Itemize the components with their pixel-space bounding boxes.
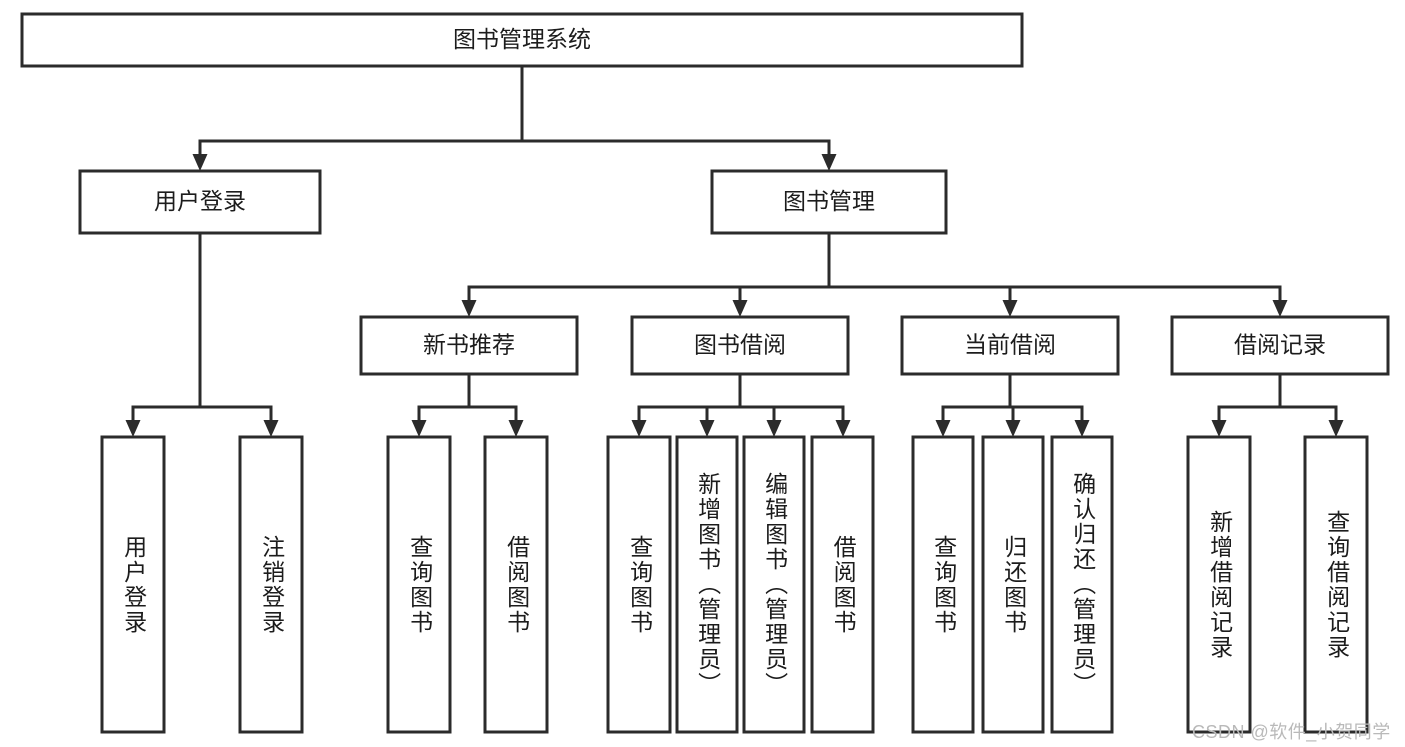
arrow-head-icon: [766, 420, 782, 437]
node-box-root[interactable]: [20, 12, 1024, 68]
arrow-head-icon: [263, 420, 279, 437]
node-label-l2b: 图书借阅: [694, 332, 786, 358]
arrow-head-icon: [631, 420, 647, 437]
node-box-leaf01[interactable]: [100, 435, 166, 734]
node-box-leaf06[interactable]: [675, 435, 739, 734]
arrow-head-icon: [835, 420, 851, 437]
node-box-leaf07[interactable]: [742, 435, 806, 734]
node-label-l1b: 图书管理: [783, 188, 875, 214]
arrow-head-icon: [192, 154, 208, 171]
arrow-head-icon: [508, 420, 524, 437]
node-box-l2a[interactable]: [359, 315, 579, 376]
node-box-l1a[interactable]: [78, 169, 322, 235]
arrow-head-icon: [1328, 420, 1344, 437]
node-box-leaf08[interactable]: [810, 435, 875, 734]
node-box-leaf12[interactable]: [1186, 435, 1252, 734]
arrow-head-icon: [1074, 420, 1090, 437]
node-box-l2d[interactable]: [1170, 315, 1390, 376]
arrow-head-icon: [1002, 300, 1018, 317]
connector-layer: [125, 64, 1344, 437]
arrow-head-icon: [125, 420, 141, 437]
arrow-head-icon: [732, 300, 748, 317]
arrow-head-icon: [461, 300, 477, 317]
node-box-leaf05[interactable]: [606, 435, 672, 734]
arrow-head-icon: [411, 420, 427, 437]
node-label-l1a: 用户登录: [154, 188, 246, 214]
node-box-leaf09[interactable]: [911, 435, 975, 734]
arrow-head-icon: [1005, 420, 1021, 437]
node-box-l1b[interactable]: [710, 169, 948, 235]
arrow-head-icon: [1272, 300, 1288, 317]
node-box-layer: [20, 12, 1390, 734]
node-box-leaf11[interactable]: [1050, 435, 1114, 734]
node-label-l2a: 新书推荐: [423, 332, 515, 358]
node-label-root: 图书管理系统: [453, 26, 591, 52]
node-box-leaf02[interactable]: [238, 435, 304, 734]
node-box-l2b[interactable]: [630, 315, 850, 376]
csdn-watermark: CSDN @软件_小贺同学: [1192, 722, 1391, 742]
node-box-leaf03[interactable]: [386, 435, 452, 734]
node-label-l2c: 当前借阅: [964, 332, 1056, 358]
arrow-head-icon: [699, 420, 715, 437]
node-box-l2c[interactable]: [900, 315, 1120, 376]
arrow-head-icon: [821, 154, 837, 171]
node-box-leaf10[interactable]: [981, 435, 1045, 734]
node-box-leaf13[interactable]: [1303, 435, 1369, 734]
arrow-head-icon: [1211, 420, 1227, 437]
node-box-leaf04[interactable]: [483, 435, 549, 734]
arrow-head-icon: [935, 420, 951, 437]
node-label-l2d: 借阅记录: [1234, 332, 1326, 358]
